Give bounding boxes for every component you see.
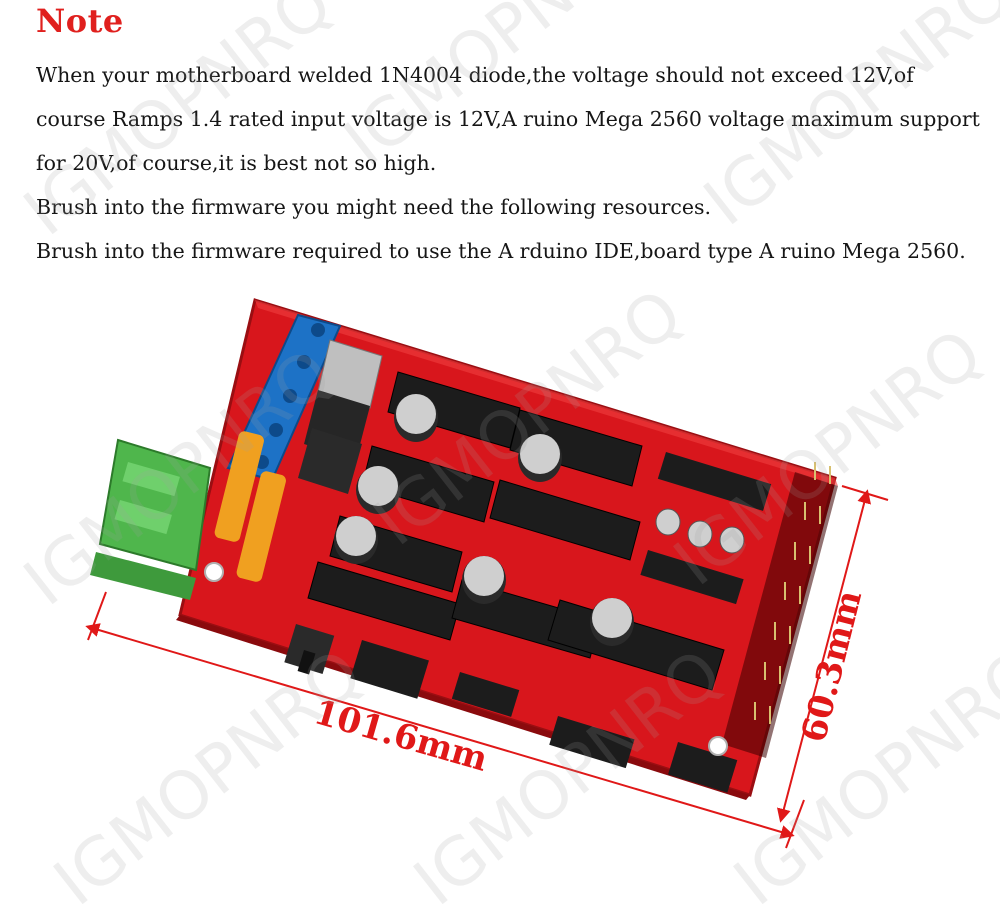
width-dimension-tick-right [785,799,805,849]
height-dimension-tick-top [841,485,889,501]
note-line-5: Brush into the firmware required to use … [36,239,966,263]
height-dimension-line [777,489,871,823]
board-photo: 101.6mm 60.3mm [85,298,889,849]
width-dimension-tick-left [87,591,107,641]
green-power-terminal [90,438,212,600]
note-line-3: for 20V,of course,it is best not so high… [36,151,437,175]
polyfuses [214,431,286,582]
electrolytic-capacitors [334,394,745,646]
mosfets [298,339,383,494]
note-title: Note [36,2,124,40]
note-line-2: course Ramps 1.4 rated input voltage is … [36,107,980,131]
note-line-1: When your motherboard welded 1N4004 diod… [36,63,914,87]
width-dimension-line [85,623,795,839]
height-dimension-label: 60.3mm [794,586,870,746]
note-line-4: Brush into the firmware you might need t… [36,195,712,219]
